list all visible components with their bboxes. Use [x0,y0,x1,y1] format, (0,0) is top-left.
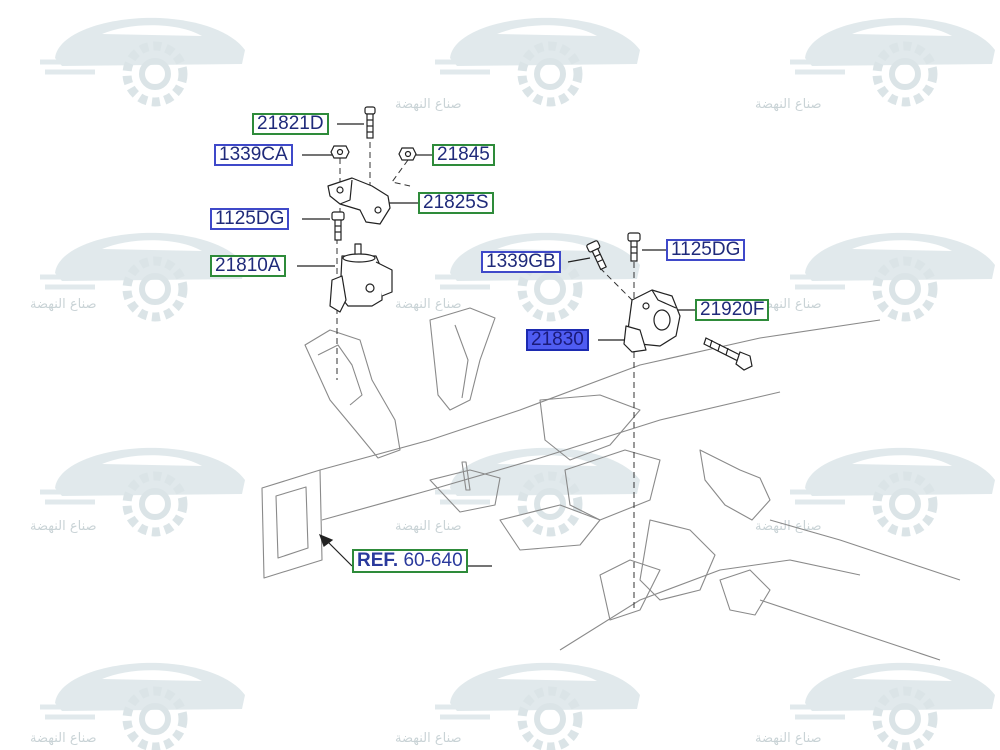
callout-21810a[interactable]: 21810A [210,255,286,277]
bracket-21825s [327,177,391,225]
svg-text:صناع النهضة: صناع النهضة [395,731,462,746]
svg-text:صناع النهضة: صناع النهضة [30,731,97,746]
bolt-1339gb [586,240,607,271]
svg-text:صناع النهضة: صناع النهضة [30,297,97,312]
transaxle-mount-21830 [623,289,681,353]
bolt-21821d [364,106,376,139]
reference-prefix: REF. [357,550,399,571]
svg-text:صناع النهضة: صناع النهضة [755,297,822,312]
callout-1125dg-left[interactable]: 1125DG [210,208,290,230]
subframe-line-art [261,307,961,661]
reference-code: 60-640 [403,550,463,571]
callout-1339ca[interactable]: 1339CA [214,144,293,166]
callout-21920f[interactable]: 21920F [695,299,770,321]
watermark-layer [40,18,995,747]
nut-21845 [398,147,417,161]
svg-text:صناع النهضة: صناع النهضة [755,731,822,746]
callout-21821d[interactable]: 21821D [252,113,329,135]
callout-21830-selected[interactable]: 21830 [526,329,589,351]
reference-link[interactable]: REF. 60-640 [352,549,468,573]
callout-21825s[interactable]: 21825S [418,192,494,214]
engine-mount-21810a [329,243,393,313]
bolt-1125dg-left [331,211,345,241]
svg-text:صناع النهضة: صناع النهضة [30,519,97,534]
svg-text:صناع النهضة: صناع النهضة [755,97,822,112]
bolt-1125dg-right [627,232,641,262]
watermark-text-layer: صناع النهضة صناع النهضة صناع النهضة صناع… [30,97,822,746]
callout-1339gb[interactable]: 1339GB [481,251,561,273]
svg-text:صناع النهضة: صناع النهضة [395,97,462,112]
svg-text:صناع النهضة: صناع النهضة [395,519,462,534]
bolt-21920f [703,337,753,371]
svg-text:صناع النهضة: صناع النهضة [395,297,462,312]
nut-1339ca [330,145,350,159]
callout-1125dg-right[interactable]: 1125DG [666,239,746,261]
callout-21845[interactable]: 21845 [432,144,495,166]
